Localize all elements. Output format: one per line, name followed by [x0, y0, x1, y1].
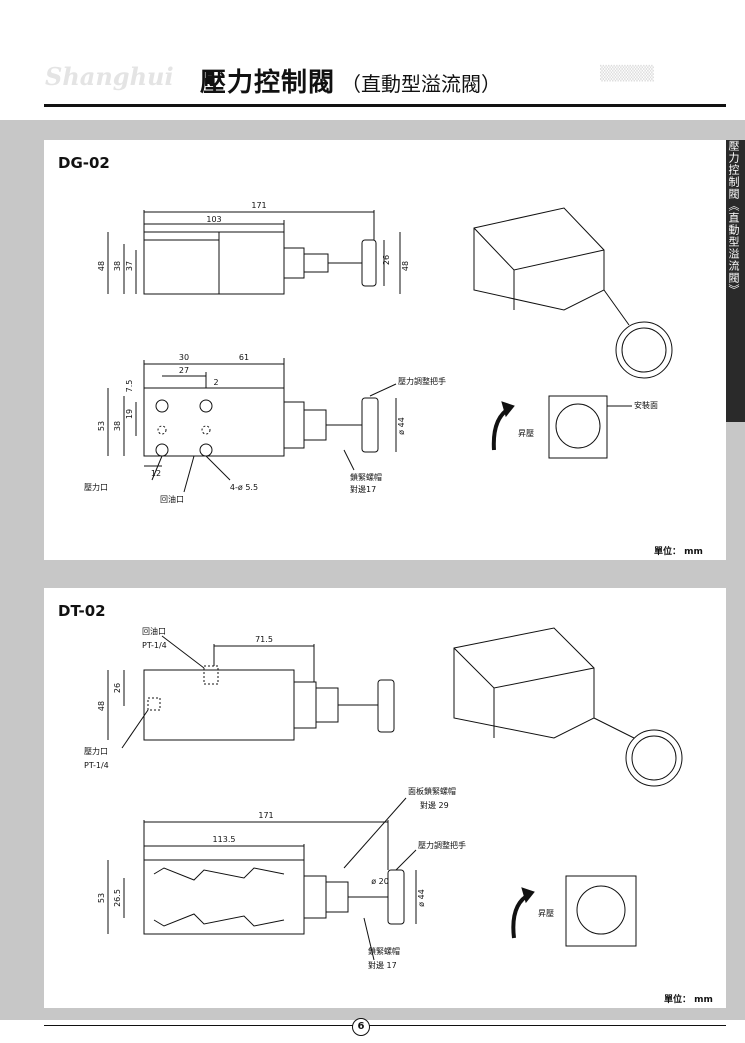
page-title-sub: （直動型溢流閥）	[341, 72, 502, 96]
label-pressure-port: 壓力口	[84, 746, 108, 756]
dim-37: 37	[125, 261, 134, 271]
background-pattern: ▒▒▒▒▒	[600, 66, 654, 82]
page-title: 壓力控制閥（直動型溢流閥）	[200, 62, 501, 102]
label-return-port: 回油口	[160, 494, 184, 504]
dim-27: 27	[179, 366, 189, 375]
dim-48-left: 48	[97, 261, 106, 271]
dim-7-5: 7.5	[125, 380, 134, 393]
dim-26: 26	[113, 683, 122, 693]
dg02-model-label: DG-02	[58, 154, 110, 172]
dg02-unit-label: 單位： mm	[654, 547, 703, 557]
page-number: 6	[357, 1021, 365, 1032]
dim-38-side: 38	[113, 421, 122, 431]
page-title-main: 壓力控制閥	[200, 68, 336, 98]
dim-30: 30	[179, 353, 189, 362]
dim-71-5: 71.5	[255, 635, 273, 644]
dg02-section: DG-02	[44, 140, 726, 560]
label-pressure-port: 壓力口	[84, 482, 108, 492]
side-tab-label: 壓力控制閥《直動型溢流閥》	[727, 140, 740, 296]
label-lift: 昇壓	[518, 429, 534, 438]
dim-48: 48	[97, 701, 106, 711]
footer-rule	[44, 1025, 726, 1026]
title-underline	[44, 104, 726, 107]
dim-171: 171	[258, 811, 273, 820]
dim-103: 103	[206, 215, 221, 224]
label-across-29: 對邊 29	[420, 800, 449, 810]
dim-26: 26	[382, 255, 391, 265]
dt02-unit-label: 單位： mm	[664, 995, 713, 1005]
label-across-17: 對邊 17	[368, 960, 397, 970]
side-category-tab: 壓力控制閥《直動型溢流閥》	[722, 140, 745, 422]
label-locknut: 鎖緊螺帽	[368, 946, 400, 956]
dim-phi-44: ø 44	[417, 889, 426, 907]
dim-19: 19	[125, 409, 134, 419]
dt02-model-label: DT-02	[58, 602, 106, 620]
label-panel-nut: 面板鎖緊螺帽	[408, 786, 456, 796]
dt02-section: DT-02	[44, 588, 726, 1008]
dim-phi-44: ø 44	[397, 417, 406, 435]
dt02-drawing: 71.5 26 48 171 113.5 53 26.5 ø 20 ø 44 回…	[84, 626, 683, 970]
dim-26-5: 26.5	[113, 889, 122, 907]
dim-171: 171	[251, 201, 266, 210]
page-number-badge: 6	[352, 1018, 370, 1036]
dim-113-5: 113.5	[213, 835, 236, 844]
dim-2: 2	[213, 378, 218, 387]
label-pressure-pt: PT-1/4	[84, 761, 109, 770]
dim-4-phi-5-5: 4-ø 5.5	[230, 483, 258, 492]
label-handle: 壓力調整把手	[418, 840, 466, 850]
dim-12: 12	[151, 469, 161, 478]
label-lift: 昇壓	[538, 909, 554, 918]
dim-38: 38	[113, 261, 122, 271]
label-across-17: 對邊17	[350, 484, 376, 494]
label-locknut: 鎖緊螺帽	[350, 472, 382, 482]
label-handle: 壓力調整把手	[398, 376, 446, 386]
label-return-pt: PT-1/4	[142, 641, 167, 650]
dim-53: 53	[97, 893, 106, 903]
dg02-drawing: 171 103 48 38 37 26 48 30 61 27 2 7.5 19…	[84, 201, 673, 504]
background-logo-watermark: Shanghui	[45, 62, 174, 91]
label-return-port: 回油口	[142, 626, 166, 636]
dim-48-right: 48	[401, 261, 410, 271]
dim-53: 53	[97, 421, 106, 431]
dim-61: 61	[239, 353, 249, 362]
label-mount-face: 安裝面	[634, 400, 658, 410]
dim-phi-20: ø 20	[371, 877, 389, 886]
